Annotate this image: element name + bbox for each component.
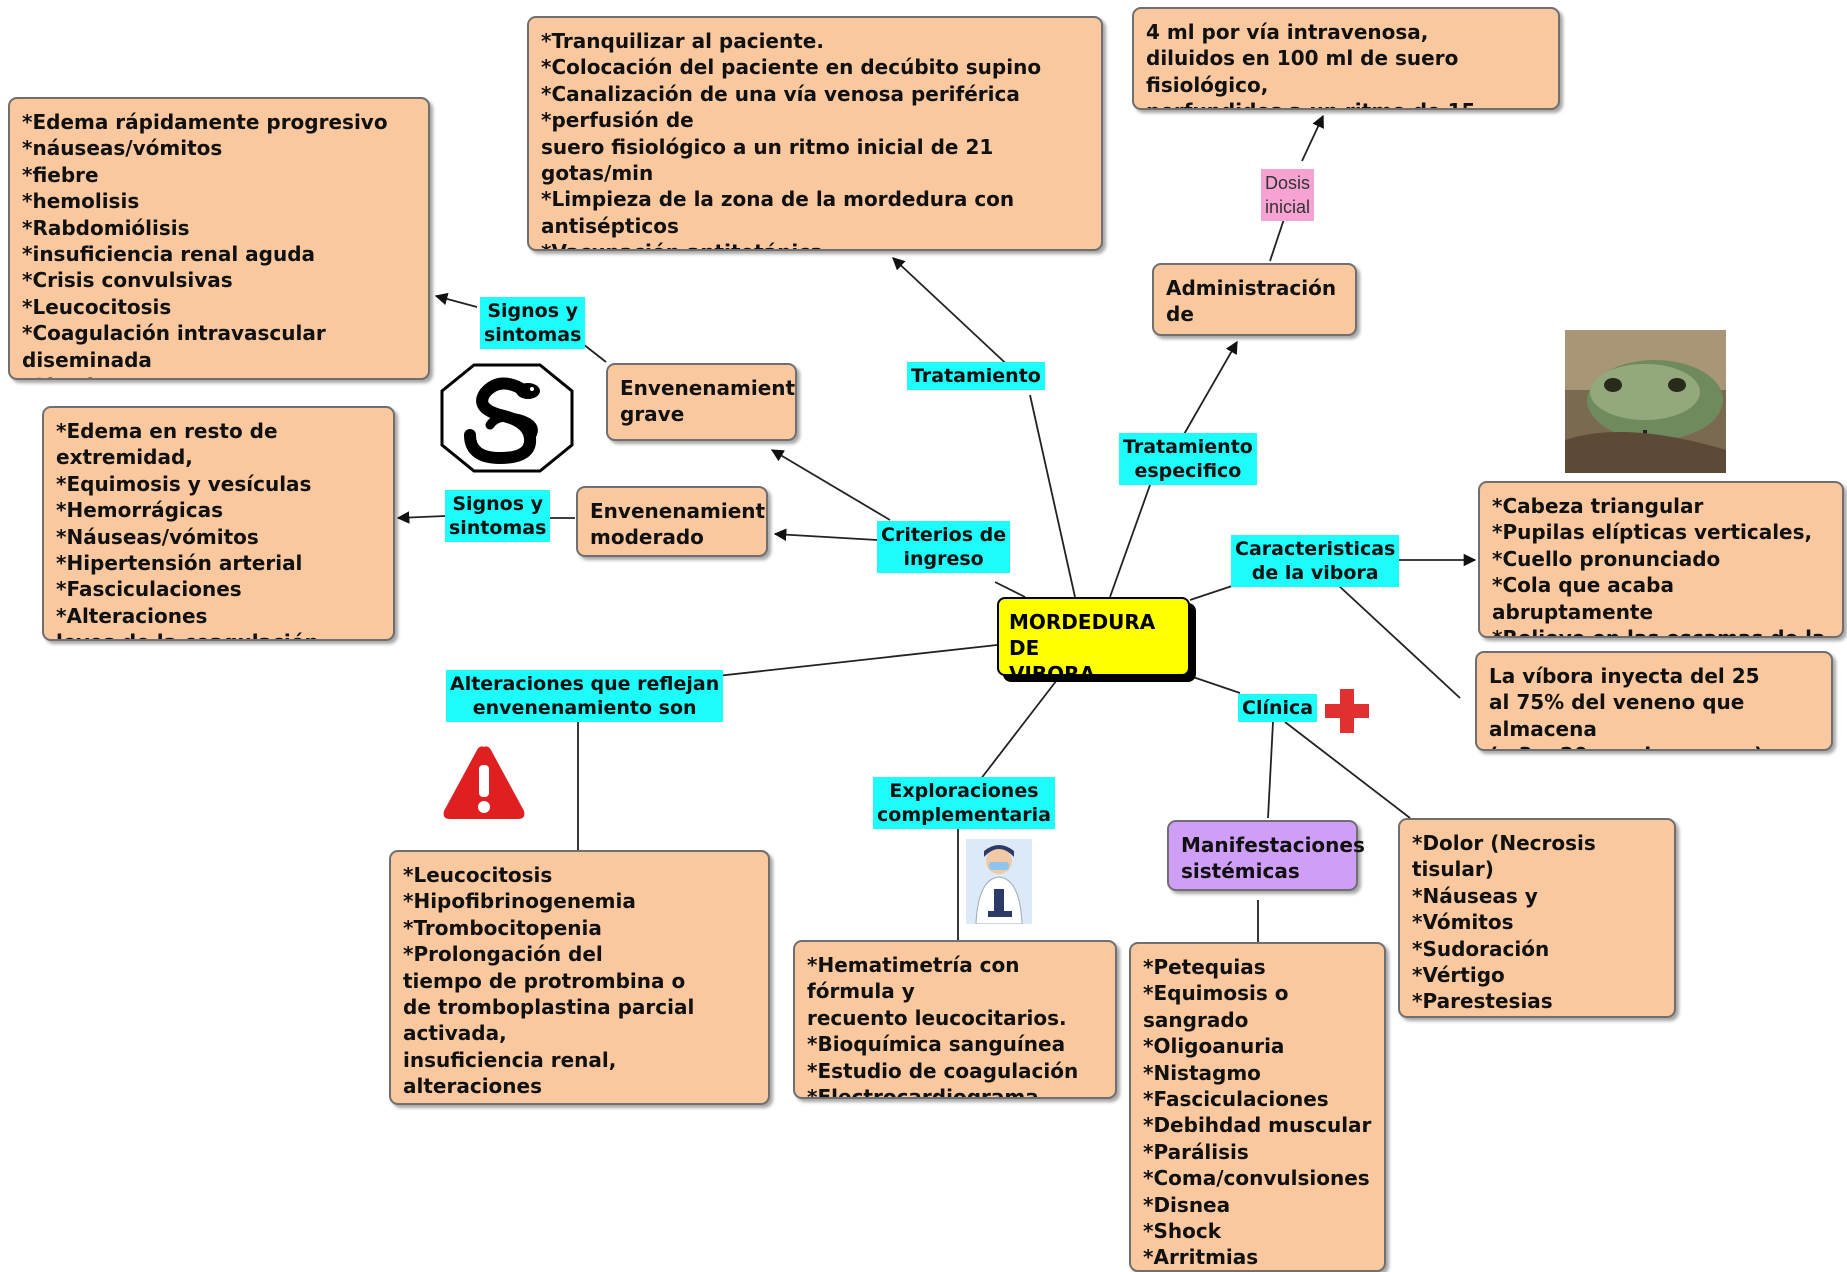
- box-tratamiento[interactable]: *Tranquilizar al paciente. *Colocación d…: [527, 16, 1103, 251]
- box-alteraciones[interactable]: *Leucocitosis *Hipofibrinogenemia *Tromb…: [389, 850, 770, 1105]
- warning-icon: [443, 746, 525, 819]
- box-dosis-inicial[interactable]: 4 ml por vía intravenosa, diluidos en 10…: [1132, 7, 1560, 110]
- label-clinica[interactable]: Clínica: [1238, 694, 1318, 722]
- box-exploraciones[interactable]: *Hematimetría con fórmula y recuento leu…: [793, 940, 1117, 1099]
- label-signos-grave[interactable]: Signos y sintomas: [480, 297, 586, 349]
- label-signos-moderado[interactable]: Signos y sintomas: [445, 490, 551, 542]
- label-exploraciones[interactable]: Exploraciones complementaria: [873, 777, 1055, 829]
- node-envenenamiento-moderado[interactable]: Envenenamiento moderado: [576, 486, 768, 557]
- box-signos-grave[interactable]: *Edema rápidamente progresivo *náuseas/v…: [8, 97, 430, 380]
- box-veneno[interactable]: La víbora inyecta del 25 al 75% del vene…: [1475, 651, 1833, 751]
- box-signos-moderado[interactable]: *Edema en resto de extremidad, *Equimosi…: [42, 406, 395, 641]
- label-criterios-ingreso[interactable]: Criterios de ingreso: [877, 521, 1011, 573]
- node-manifestaciones-sistemicas[interactable]: Manifestaciones sistémicas: [1167, 820, 1365, 891]
- box-sintomas-locales[interactable]: *Dolor (Necrosis tisular) *Náuseas y *Vó…: [1398, 818, 1676, 1018]
- label-tratamiento-especifico[interactable]: Tratamiento especifico: [1119, 433, 1257, 485]
- snake-photo: [1565, 330, 1726, 473]
- box-caracteristicas[interactable]: *Cabeza triangular *Pupilas elípticas ve…: [1478, 481, 1844, 638]
- medical-cross-icon: [1325, 689, 1369, 733]
- label-dosis-inicial[interactable]: Dosis inicial: [1261, 169, 1315, 221]
- box-manifestaciones-sistemicas[interactable]: *Petequias *Equimosis o sangrado *Oligoa…: [1129, 942, 1386, 1272]
- snake-sign-icon: [440, 363, 574, 473]
- label-tratamiento[interactable]: Tratamiento: [907, 362, 1045, 390]
- central-topic[interactable]: MORDEDURA DE VIBORA: [997, 597, 1190, 686]
- node-envenenamiento-grave[interactable]: Envenenamiento grave: [606, 363, 797, 441]
- label-alteraciones[interactable]: Alteraciones que reflejan envenenamiento…: [446, 670, 724, 722]
- doctor-microscope-icon: [966, 839, 1032, 924]
- node-suero-antivibora[interactable]: Administración de suero antivíbora: [1152, 263, 1357, 336]
- label-caracteristicas[interactable]: Caracteristicas de la vibora: [1231, 535, 1400, 587]
